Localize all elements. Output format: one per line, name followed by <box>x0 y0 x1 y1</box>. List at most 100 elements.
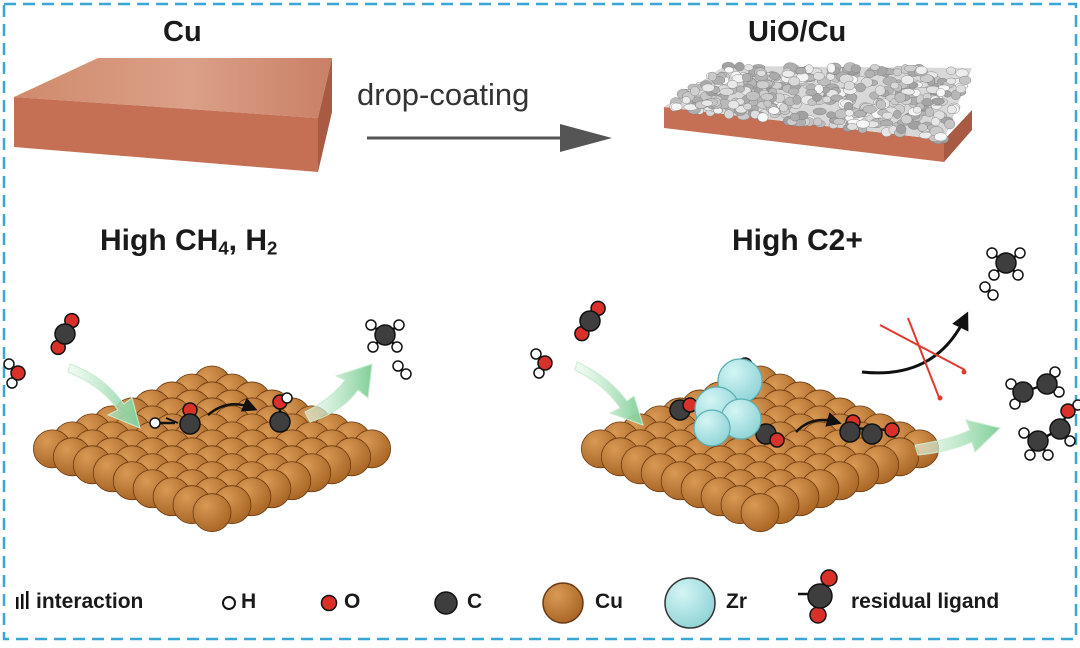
legend-cu-label: Cu <box>595 590 623 613</box>
mof-particle <box>915 65 928 75</box>
mof-particle <box>727 79 738 89</box>
mof-particle <box>734 62 745 72</box>
c-atom <box>54 323 76 345</box>
mof-particle <box>788 76 801 87</box>
c-atom <box>269 411 291 433</box>
mof-particle <box>944 119 956 130</box>
mof-particle <box>921 98 933 107</box>
mof-particle <box>844 109 854 117</box>
mof-particle <box>946 77 957 85</box>
mof-particle <box>890 81 900 90</box>
mof-particle <box>812 93 822 102</box>
green-arrow-in-right <box>574 361 644 426</box>
h-atom <box>281 392 293 404</box>
c-atom <box>179 413 201 435</box>
mof-particle <box>795 67 807 75</box>
o-atom <box>10 365 26 381</box>
mof-particle <box>874 85 886 96</box>
mof-particle <box>760 93 774 101</box>
o-atom-icon <box>320 594 338 612</box>
green-arrow-out-left <box>304 363 373 423</box>
h-atom <box>391 341 403 353</box>
uio-cu-plate <box>664 62 972 162</box>
h-atom <box>400 368 412 380</box>
mof-particle <box>701 83 715 92</box>
mof-particle <box>881 111 893 120</box>
mof-particle <box>670 102 683 111</box>
right-heading: High C2+ <box>732 224 863 257</box>
h-atom <box>6 377 18 389</box>
mof-particle <box>756 69 766 77</box>
uio-cu-title: UiO/Cu <box>748 16 847 48</box>
mof-particle <box>804 64 814 74</box>
mof-particle <box>934 132 948 142</box>
mof-particle <box>727 100 740 110</box>
cu-atom <box>740 493 780 533</box>
h-atom <box>979 281 991 293</box>
mof-particle <box>701 99 713 107</box>
mof-particle <box>769 71 780 81</box>
left-heading-prefix: High CH <box>100 224 219 257</box>
mof-particle <box>846 122 858 131</box>
cu-atom <box>192 493 232 533</box>
mof-particle <box>833 118 846 125</box>
mof-particle <box>742 73 751 83</box>
legend-h-label: H <box>241 590 257 613</box>
h-atom <box>1042 449 1054 461</box>
mof-particle <box>930 117 941 127</box>
h-atom <box>1072 399 1080 411</box>
legend-c-label: C <box>467 590 483 613</box>
red-cross <box>879 317 967 401</box>
mof-particle <box>756 80 770 90</box>
mof-particle <box>792 94 802 105</box>
mof-particle <box>894 92 906 103</box>
c-atom <box>839 421 861 443</box>
h-atom <box>986 247 998 259</box>
mof-particle <box>912 106 922 114</box>
zr-atom-icon <box>664 577 716 629</box>
interaction-icon <box>16 591 29 609</box>
mof-particle <box>757 112 769 123</box>
mof-particle <box>826 111 836 119</box>
mof-particle <box>946 66 956 75</box>
cu-title: Cu <box>163 16 202 48</box>
mof-particles <box>669 62 972 145</box>
mof-particle <box>843 81 855 91</box>
mof-particle <box>917 123 928 132</box>
mof-particle <box>875 99 887 110</box>
mof-particle <box>900 114 913 125</box>
mof-particle <box>853 110 867 118</box>
o-atom <box>537 355 553 371</box>
left-heading: High CH4, H2 <box>100 224 277 260</box>
legend-zr-label: Zr <box>726 590 747 613</box>
mof-particle <box>812 107 827 116</box>
c-atom <box>374 324 396 346</box>
mof-particle <box>900 75 915 85</box>
mof-particle <box>745 91 760 101</box>
mof-particle <box>822 95 832 104</box>
migration-arrow-right <box>795 412 842 433</box>
bond <box>165 417 179 424</box>
mof-particle <box>855 82 866 93</box>
h-atom <box>392 360 404 372</box>
h-atom <box>393 319 405 331</box>
mof-particle <box>946 105 957 114</box>
mof-particle <box>681 96 691 105</box>
c-atom <box>1012 381 1034 403</box>
zr-cluster <box>693 358 763 447</box>
residual-ligand-icon <box>798 569 838 624</box>
left-heading-sub1: 4 <box>218 237 229 259</box>
legend-o-label: O <box>344 590 361 613</box>
legend-interaction-label: interaction <box>36 590 144 613</box>
h-atom <box>530 348 542 360</box>
mof-particle <box>724 66 734 74</box>
mof-particle <box>919 74 934 83</box>
h-atom <box>988 269 1000 281</box>
mof-particle <box>958 75 972 85</box>
migration-arrow-left <box>207 397 258 416</box>
c-atom <box>1027 430 1049 452</box>
mof-particle <box>892 67 902 77</box>
legend <box>16 569 838 629</box>
mof-particle <box>924 107 934 118</box>
